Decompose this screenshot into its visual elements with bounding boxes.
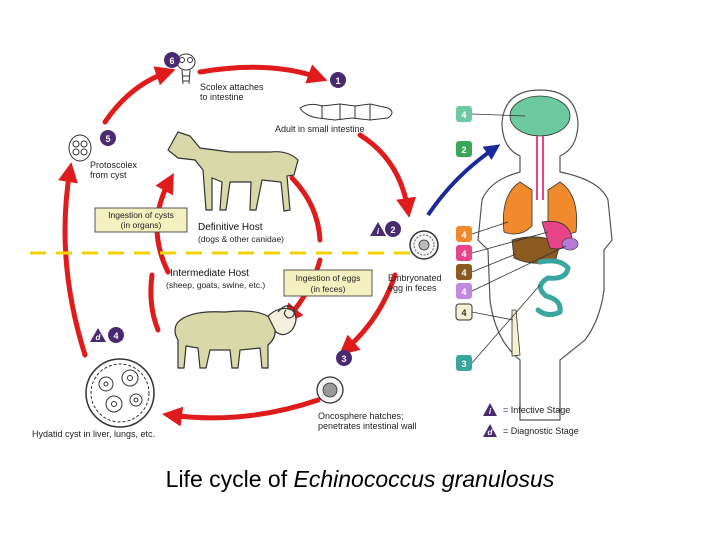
bone bbox=[511, 309, 521, 357]
legend: i = Infective Stage d = Diagnostic Stage bbox=[483, 403, 579, 437]
arrow-4-to-5 bbox=[58, 162, 88, 358]
svg-text:4: 4 bbox=[113, 331, 118, 341]
svg-text:2: 2 bbox=[461, 145, 466, 155]
step-3-badge: 3 bbox=[336, 350, 352, 366]
ingestion-cysts-box: Ingestion of cysts (in organs) bbox=[94, 207, 188, 233]
svg-text:5: 5 bbox=[105, 134, 110, 144]
arrow-3-to-4 bbox=[162, 397, 321, 427]
svg-text:4: 4 bbox=[461, 110, 466, 120]
intermediate-host-title: Intermediate Host bbox=[170, 268, 249, 279]
definitive-host-label: Definitive Host (dogs & other canidae) bbox=[198, 222, 284, 244]
arrow-6-to-1 bbox=[197, 64, 328, 84]
svg-text:1: 1 bbox=[335, 76, 340, 86]
arrow-dog-right bbox=[289, 175, 323, 243]
step-6-label-2: to intestine bbox=[200, 92, 244, 102]
arrow-sheep-left bbox=[148, 272, 161, 333]
svg-text:(in feces): (in feces) bbox=[311, 284, 346, 294]
legend-infective: i = Infective Stage bbox=[483, 403, 570, 416]
ingestion-eggs-box: Ingestion of eggs (in feces) bbox=[283, 269, 373, 297]
svg-text:i: i bbox=[377, 227, 380, 236]
arrow-2-to-3 bbox=[338, 272, 398, 356]
human-body-illustration bbox=[477, 89, 613, 421]
step-2-label-1: Embryonated bbox=[388, 273, 442, 283]
step-4-badge: 4 bbox=[108, 327, 124, 343]
step-4-diagnostic-badge: d bbox=[90, 328, 106, 342]
step-5-badge: 5 bbox=[100, 130, 116, 146]
step-3-label-2: penetrates intestinal wall bbox=[318, 421, 417, 431]
svg-text:d: d bbox=[488, 428, 494, 437]
svg-text:4: 4 bbox=[461, 287, 466, 297]
svg-text:3: 3 bbox=[341, 354, 346, 364]
definitive-host-title: Definitive Host bbox=[198, 222, 263, 233]
svg-text:6: 6 bbox=[169, 56, 174, 66]
intestine-organ bbox=[535, 258, 571, 318]
svg-text:4: 4 bbox=[461, 268, 466, 278]
svg-text:4: 4 bbox=[461, 230, 466, 240]
caption-prefix: Life cycle of bbox=[165, 466, 294, 492]
legend-diagnostic: d = Diagnostic Stage bbox=[483, 424, 579, 437]
oncosphere-illustration bbox=[316, 376, 344, 404]
caption-species: Echinococcus granulosus bbox=[293, 466, 555, 492]
step-2-infective-badge: i bbox=[370, 222, 386, 236]
step-2-label-2: egg in feces bbox=[388, 283, 437, 293]
figure-caption: Life cycle of Echinococcus granulosus bbox=[0, 466, 720, 493]
arrow-to-human bbox=[426, 144, 501, 217]
svg-text:Ingestion of cysts: Ingestion of cysts bbox=[108, 210, 174, 220]
dog-illustration bbox=[167, 131, 299, 212]
svg-text:2: 2 bbox=[390, 225, 395, 235]
svg-text:3: 3 bbox=[461, 359, 466, 369]
embryonated-egg-illustration bbox=[409, 230, 439, 260]
svg-text:Ingestion of eggs: Ingestion of eggs bbox=[296, 273, 361, 283]
step-6-label-1: Scolex attaches bbox=[200, 82, 264, 92]
step-5-label-1: Protoscolex bbox=[90, 160, 138, 170]
arrow-1-to-2 bbox=[357, 132, 416, 218]
svg-text:= Infective Stage: = Infective Stage bbox=[503, 405, 570, 415]
sheep-illustration bbox=[174, 305, 297, 369]
definitive-host-sub: (dogs & other canidae) bbox=[198, 234, 284, 244]
body-badges: 4 2 4 4 4 4 4 3 bbox=[455, 106, 567, 371]
intermediate-host-label: Intermediate Host (sheep, goats, swine, … bbox=[166, 268, 265, 290]
svg-text:(in organs): (in organs) bbox=[121, 220, 162, 230]
hydatid-cyst-illustration bbox=[85, 358, 155, 428]
brain-organ bbox=[509, 95, 571, 137]
step-1-label: Adult in small intestine bbox=[275, 124, 365, 134]
svg-text:= Diagnostic Stage: = Diagnostic Stage bbox=[503, 426, 579, 436]
arrow-5-to-6 bbox=[102, 66, 176, 125]
step-3-label-1: Oncosphere hatches; bbox=[318, 411, 404, 421]
step-1-badge: 1 bbox=[330, 72, 346, 88]
svg-text:d: d bbox=[96, 333, 102, 342]
step-5-label-2: from cyst bbox=[90, 170, 127, 180]
cycle-arrows bbox=[58, 64, 416, 427]
intermediate-host-sub: (sheep, goats, swine, etc.) bbox=[166, 280, 265, 290]
protoscolex-illustration bbox=[68, 134, 92, 162]
adult-worm-illustration bbox=[299, 103, 393, 121]
step-4-label: Hydatid cyst in liver, lungs, etc. bbox=[32, 429, 155, 439]
step-2-badge: 2 bbox=[385, 221, 401, 237]
svg-text:i: i bbox=[489, 407, 492, 416]
svg-text:4: 4 bbox=[461, 249, 466, 259]
step-6-badge: 6 bbox=[164, 52, 180, 68]
svg-text:4: 4 bbox=[461, 308, 466, 318]
